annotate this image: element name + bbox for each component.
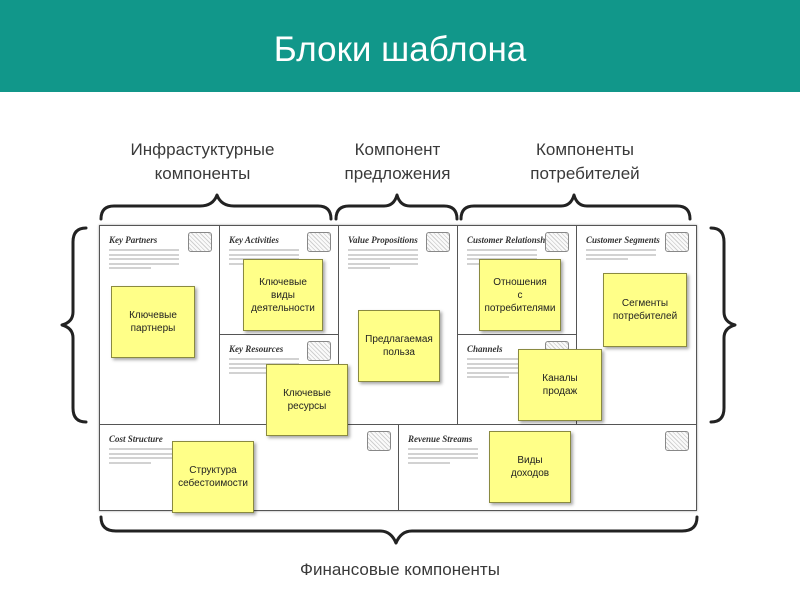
brace-right — [709, 226, 737, 424]
block-placeholder-text — [467, 358, 537, 381]
sticky-note-cost-structure: Структура себестоимости — [172, 441, 254, 513]
block-title-customer-segments: Customer Segments — [586, 235, 660, 245]
group-label-customers: Компоненты потребителей — [530, 140, 640, 183]
group-label-finance: Финансовые компоненты — [300, 560, 500, 579]
sticky-note-channels: Каналы продаж — [518, 349, 602, 421]
sticky-note-customer-segments: Сегменты потребителей — [603, 273, 687, 347]
gift-icon — [426, 232, 450, 252]
sticky-note-customer-relationships: Отношения с потребителями — [479, 259, 561, 331]
block-placeholder-text — [348, 249, 418, 272]
brace-value — [334, 193, 459, 221]
group-label-infrastructure: Инфрастуктурные компоненты — [130, 140, 275, 183]
block-title-key-activities: Key Activities — [229, 235, 279, 245]
block-title-value-propositions: Value Propositions — [348, 235, 418, 245]
block-title-key-partners: Key Partners — [109, 235, 158, 245]
worker-icon — [307, 341, 331, 361]
block-title-key-resources: Key Resources — [229, 344, 284, 354]
price-tag-icon — [367, 431, 391, 451]
block-placeholder-text — [586, 249, 656, 263]
block-placeholder-text — [229, 358, 299, 376]
group-label-value: Компонент предложения — [344, 140, 451, 183]
worker-icon — [307, 232, 331, 252]
sticky-note-key-partners: Ключевые партнеры — [111, 286, 195, 358]
brace-infrastructure — [99, 193, 333, 221]
block-placeholder-text — [109, 249, 179, 272]
sticky-note-key-activities: Ключевые виды деятельности — [243, 259, 323, 331]
page-title: Блоки шаблона — [273, 30, 527, 69]
sticky-note-revenue-streams: Виды доходов — [489, 431, 571, 503]
block-title-revenue-streams: Revenue Streams — [408, 434, 473, 444]
block-title-customer-relationships: Customer Relationships — [467, 235, 556, 245]
brace-left — [60, 226, 88, 424]
block-title-cost-structure: Cost Structure — [109, 434, 163, 444]
header-bar: Блоки шаблона — [0, 0, 800, 92]
chain-link-icon — [188, 232, 212, 252]
sticky-note-key-resources: Ключевые ресурсы — [266, 364, 348, 436]
money-bag-icon — [665, 431, 689, 451]
person-icon — [665, 232, 689, 252]
block-placeholder-text — [109, 448, 179, 466]
sticky-note-value-propositions: Предлагаемая польза — [358, 310, 440, 382]
block-title-channels: Channels — [467, 344, 503, 354]
brace-finance — [99, 515, 699, 545]
brace-customers — [459, 193, 692, 221]
block-placeholder-text — [408, 448, 478, 466]
heart-icon — [545, 232, 569, 252]
